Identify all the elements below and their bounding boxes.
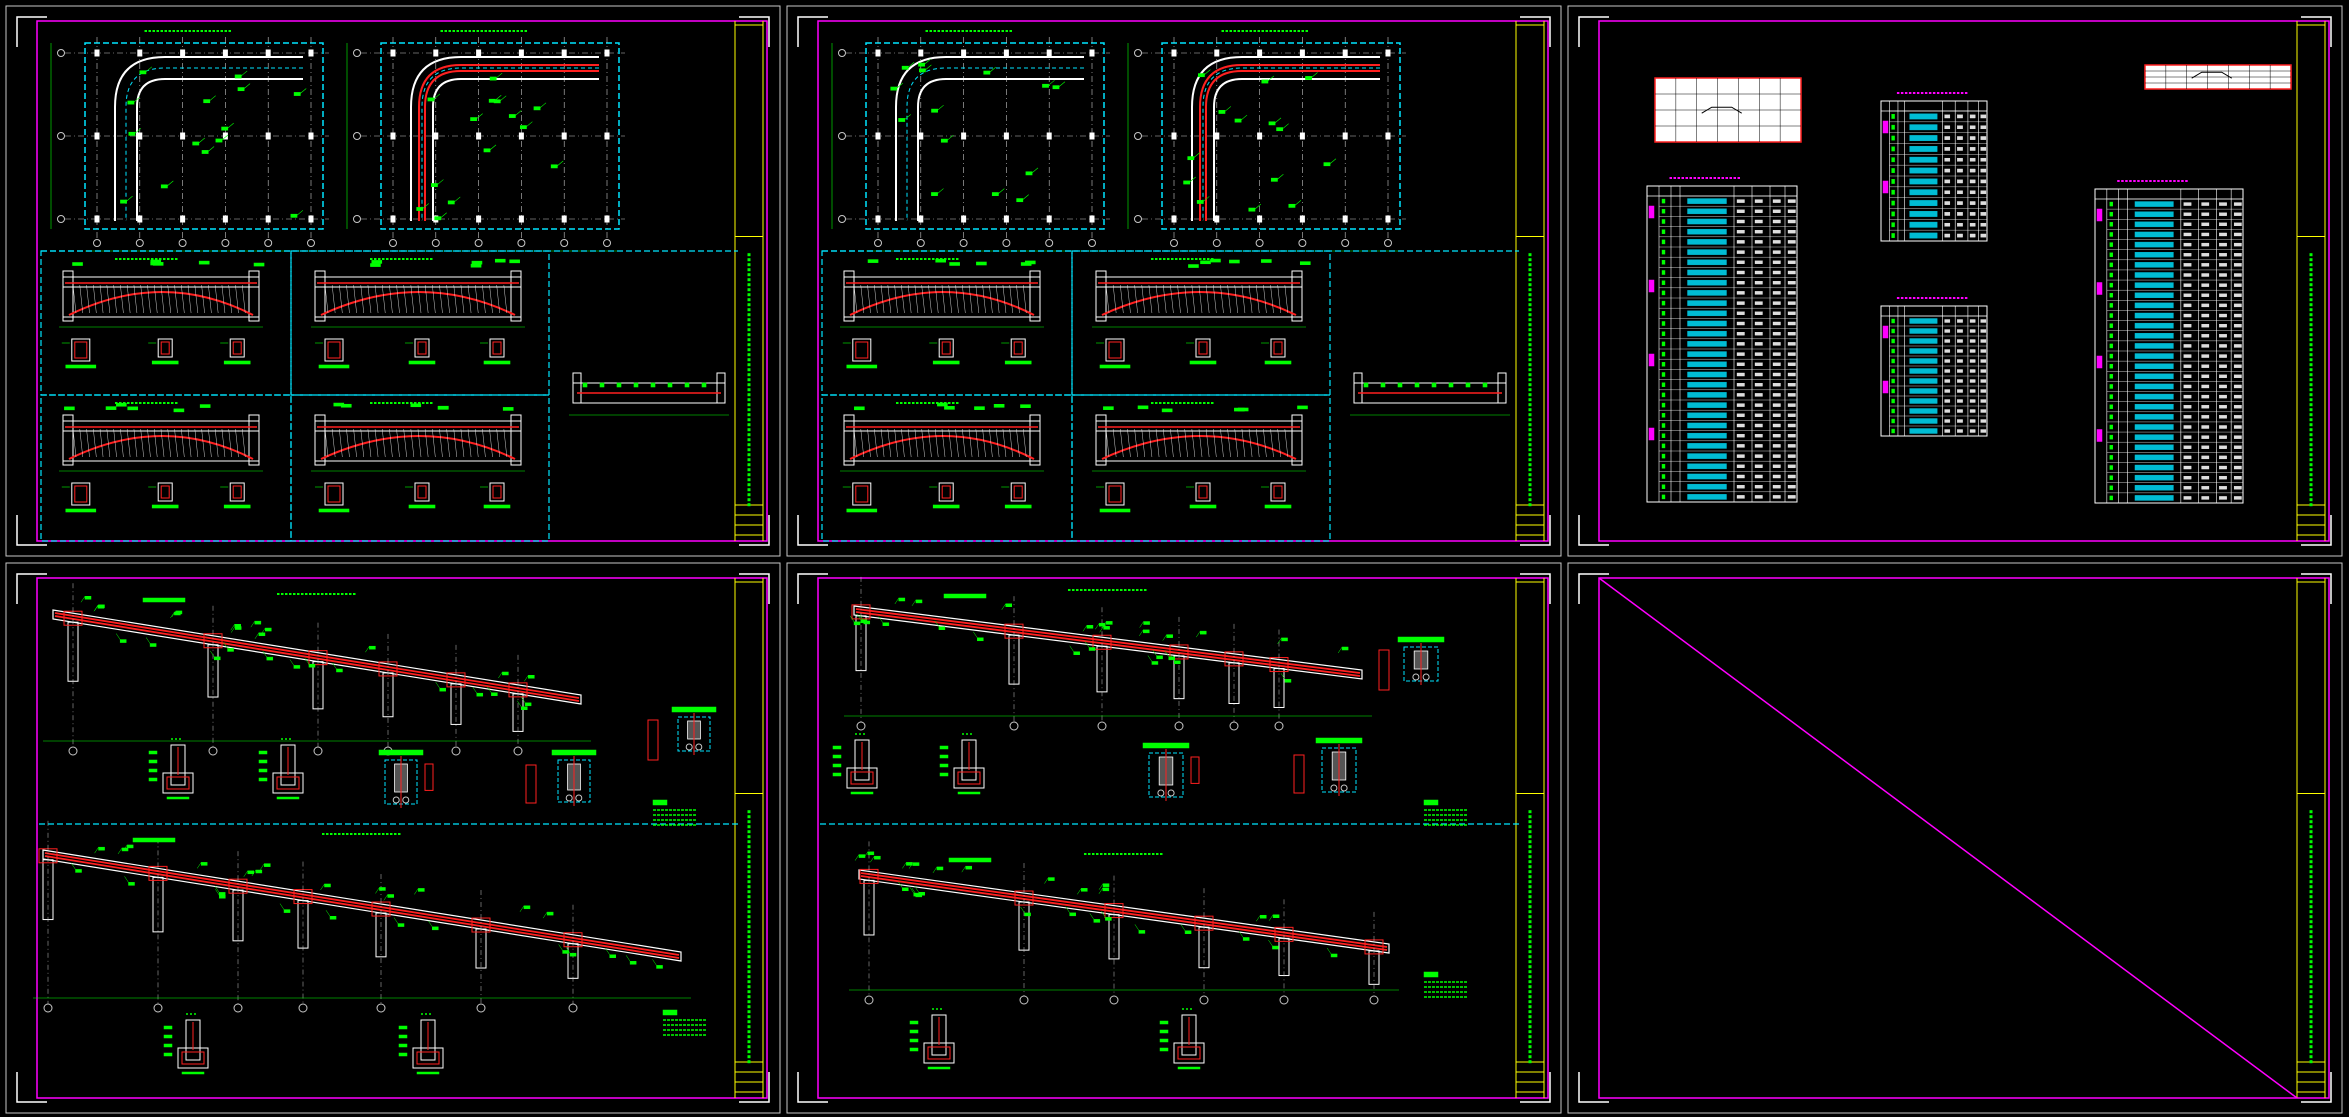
ramp-longitudinal-section <box>43 583 591 756</box>
end-detail <box>1350 372 1510 416</box>
connection-detail <box>1315 737 1363 796</box>
beam-section-detail <box>311 402 525 513</box>
connection-detail <box>1142 742 1200 801</box>
rebar-schedule-table <box>1646 177 1798 503</box>
column-cross-section <box>939 733 985 795</box>
sheet-6 <box>1567 562 2343 1114</box>
sheet-outer-frame <box>786 5 1562 557</box>
sheet-border <box>1598 20 2330 542</box>
ramp-longitudinal-section <box>844 576 1372 731</box>
column-cross-section <box>148 738 194 800</box>
general-note <box>1423 799 1468 826</box>
sheet-outer-frame <box>1567 5 2343 557</box>
ramp-plan <box>1127 30 1406 252</box>
sheet-border <box>36 577 768 1099</box>
sheet-4 <box>5 562 781 1114</box>
beam-section-detail <box>1092 402 1308 513</box>
general-note <box>652 799 697 826</box>
rebar-schedule-table <box>1880 92 1988 242</box>
rebar-schedule-table <box>2094 180 2244 504</box>
ramp-plan <box>831 30 1110 252</box>
detail-boxes <box>40 250 738 542</box>
column-cross-section <box>1159 1008 1205 1070</box>
ramp-longitudinal-section <box>33 820 691 1013</box>
connection-detail <box>671 706 717 755</box>
sheet-border <box>817 577 1549 1099</box>
sheet-outer-frame <box>1567 562 2343 1114</box>
title-block <box>734 578 764 1098</box>
connection-detail <box>551 749 597 806</box>
column-cross-section <box>909 1008 955 1070</box>
title-block <box>2296 578 2326 1098</box>
rebar-schedule-table <box>1880 297 1988 437</box>
beam-section-detail <box>840 258 1044 369</box>
column-cross-section <box>163 1013 209 1075</box>
title-block <box>1515 578 1545 1098</box>
sheet-5 <box>786 562 1562 1114</box>
end-detail <box>569 372 729 416</box>
column-cross-section <box>398 1013 444 1075</box>
beam-section-detail <box>59 402 263 513</box>
beam-section-detail <box>840 402 1044 513</box>
schedule-legend-table <box>2144 64 2292 90</box>
schedule-legend-table <box>1654 77 1802 143</box>
sheet-outer-frame <box>786 562 1562 1114</box>
general-note <box>1423 971 1468 998</box>
connection-detail <box>378 749 434 808</box>
ramp-plan <box>50 30 329 252</box>
general-note <box>662 1009 707 1036</box>
ramp-longitudinal-section <box>849 841 1399 1005</box>
column-cross-section <box>258 738 304 800</box>
beam-section-detail <box>311 258 525 369</box>
sheet-3 <box>1567 5 2343 557</box>
sheet-2 <box>786 5 1562 557</box>
title-block <box>2296 21 2326 541</box>
column-cross-section <box>832 733 878 795</box>
sheet-border <box>1598 577 2330 1099</box>
connection-detail <box>1397 636 1445 685</box>
ramp-plan <box>346 30 625 252</box>
title-block <box>734 21 764 541</box>
beam-section-detail <box>1092 258 1311 369</box>
sheet-outer-frame <box>5 5 781 557</box>
sheet-1 <box>5 5 781 557</box>
sheet-outer-frame <box>5 562 781 1114</box>
beam-section-detail <box>59 258 265 369</box>
title-block <box>1515 21 1545 541</box>
detail-boxes <box>821 250 1519 542</box>
